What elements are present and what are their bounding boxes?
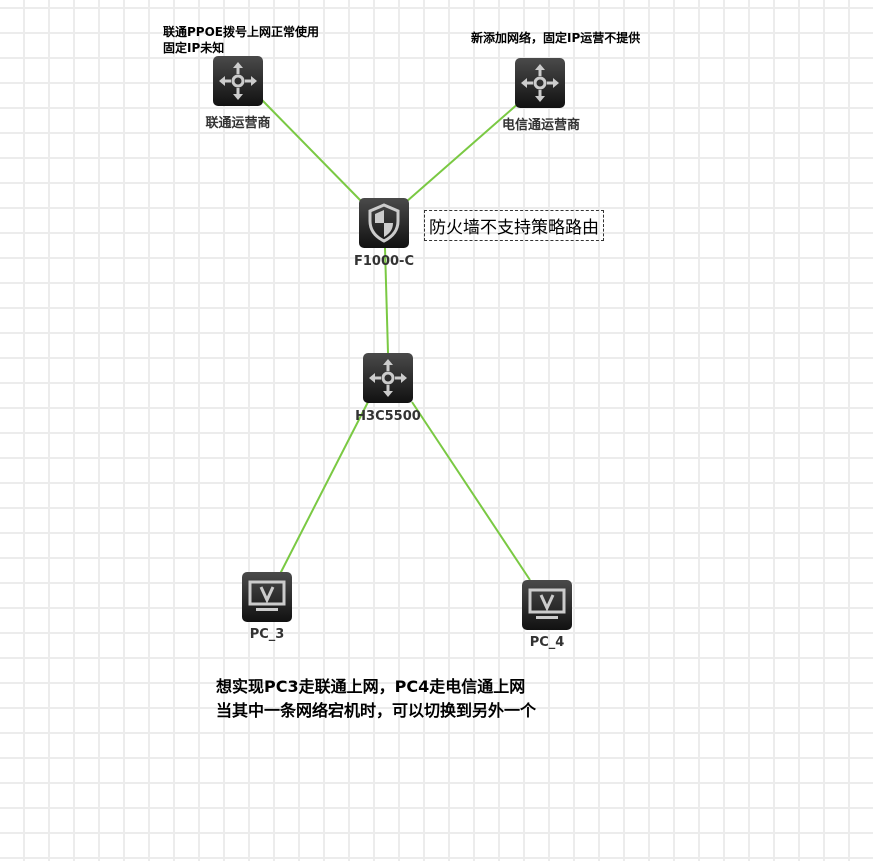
- pc3-label: PC_3: [249, 627, 285, 642]
- goal-note-line1: 想实现PC3走联通上网，PC4走电信通上网: [216, 677, 526, 696]
- router-icon: [521, 64, 559, 102]
- telecom-label: 电信通运营商: [501, 118, 581, 133]
- link-unicom-firewall[interactable]: [261, 99, 363, 203]
- pc3-device[interactable]: [242, 572, 292, 622]
- firewall-note: 防火墙不支持策略路由: [424, 210, 604, 241]
- router-icon: [369, 359, 407, 397]
- goal-note: 想实现PC3走联通上网，PC4走电信通上网 当其中一条网络宕机时，可以切换到另外…: [216, 675, 536, 723]
- unicom-router[interactable]: [213, 56, 263, 106]
- link-switch-pc3[interactable]: [279, 401, 369, 575]
- unicom-label: 联通运营商: [205, 116, 271, 131]
- shield-icon: [368, 203, 400, 243]
- unicom-note-line2: 固定IP未知: [163, 41, 225, 55]
- telecom-router[interactable]: [515, 58, 565, 108]
- link-firewall-switch[interactable]: [384, 247, 389, 354]
- firewall-label: F1000-C: [354, 254, 414, 269]
- router-icon: [219, 62, 257, 100]
- switch-device[interactable]: [363, 353, 413, 403]
- pc4-label: PC_4: [529, 635, 565, 650]
- link-telecom-firewall[interactable]: [405, 101, 521, 203]
- monitor-icon: [248, 580, 286, 611]
- monitor-icon: [528, 588, 566, 619]
- pc4-device[interactable]: [522, 580, 572, 630]
- goal-note-line2: 当其中一条网络宕机时，可以切换到另外一个: [216, 701, 537, 720]
- telecom-note: 新添加网络，固定IP运营不提供: [471, 31, 641, 45]
- unicom-note-line1: 联通PPOE拨号上网正常使用: [163, 25, 319, 39]
- switch-label: H3C5500: [355, 409, 421, 424]
- firewall-device[interactable]: [359, 198, 409, 248]
- unicom-note: 联通PPOE拨号上网正常使用 固定IP未知: [163, 24, 319, 56]
- link-switch-pc4[interactable]: [411, 401, 531, 581]
